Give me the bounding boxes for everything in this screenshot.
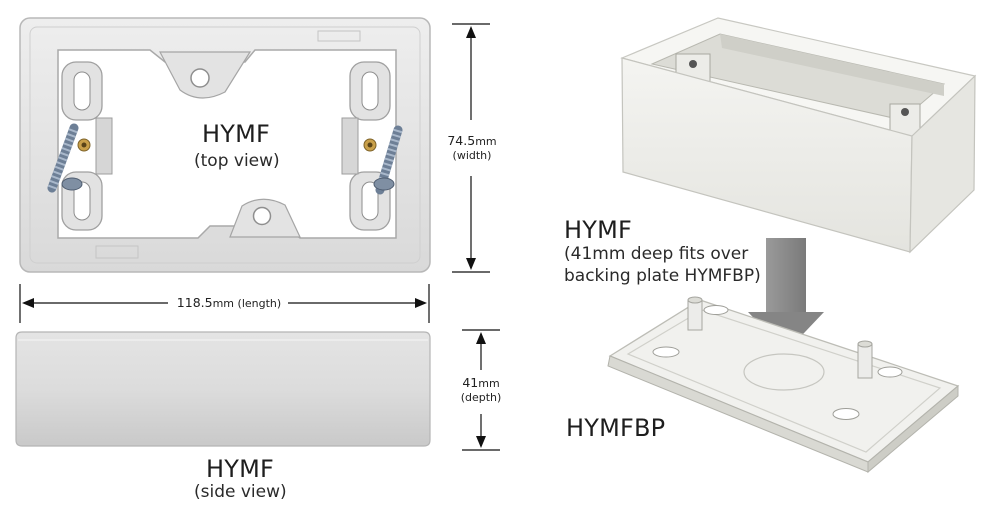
length-unit: mm (212, 297, 235, 310)
length-dimension-line (19, 284, 430, 323)
screw-right (373, 125, 403, 195)
box-desc-line2: backing plate HYMFBP) (564, 266, 761, 286)
width-dimension-label: 74.5mm (width) (440, 134, 504, 163)
hymf-box-3d (620, 17, 977, 254)
plate-name: HYMFBP (566, 414, 666, 442)
side-view-name: HYMF (206, 455, 275, 483)
depth-dimension-label: 41mm (depth) (452, 376, 510, 405)
screw-left (47, 123, 83, 193)
side-view-box (15, 331, 431, 447)
box-desc-line1: (41mm deep fits over (564, 244, 749, 264)
depth-value: 41 (462, 375, 479, 390)
length-value: 118.5 (176, 295, 213, 310)
length-caption: (length) (237, 297, 282, 310)
top-view-caption: (top view) (194, 151, 280, 171)
top-view-frame (19, 17, 431, 273)
length-dimension-label: 118.5mm (length) (170, 296, 288, 311)
depth-unit: mm (478, 377, 500, 390)
width-caption: (width) (452, 149, 492, 162)
depth-dimension-line (462, 329, 500, 451)
box-name: HYMF (564, 216, 633, 244)
width-dimension-line (452, 23, 490, 273)
width-value: 74.5 (447, 133, 476, 148)
depth-caption: (depth) (460, 391, 502, 404)
top-view-name: HYMF (202, 120, 271, 148)
side-view-caption: (side view) (194, 482, 287, 502)
width-unit: mm (475, 135, 497, 148)
hymfbp-backing-plate (607, 296, 960, 474)
